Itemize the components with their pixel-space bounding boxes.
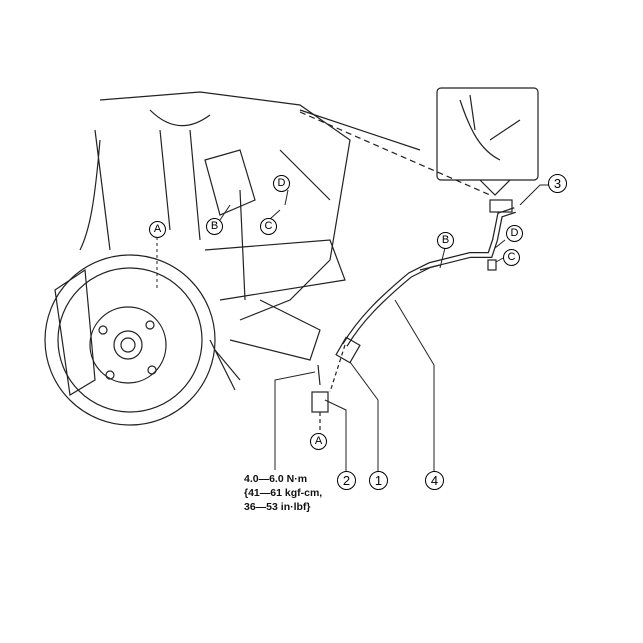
torque-line-2: {41—61 kgf-cm, [244, 487, 323, 499]
part-number-4: 4 [425, 471, 444, 490]
marker-c-body: C [260, 218, 277, 235]
part-number-1: 1 [369, 471, 388, 490]
part-number-3: 3 [548, 174, 567, 193]
marker-a-wheel: A [149, 221, 166, 238]
marker-c-harness: C [503, 249, 520, 266]
leader-lines [156, 184, 550, 472]
torque-spec: 4.0—6.0 N·m {41—61 kgf-cm, 36—53 in·lbf} [244, 472, 322, 514]
marker-b-harness: B [437, 232, 454, 249]
marker-b-body: B [206, 218, 223, 235]
detail-callout [299, 87, 539, 196]
marker-d-harness: D [506, 225, 523, 242]
marker-a-sensor: A [310, 433, 327, 450]
torque-line-1: 4.0—6.0 N·m [244, 473, 308, 485]
suspension-assembly [79, 91, 421, 391]
brake-disc [44, 254, 216, 426]
torque-line-3: 36—53 in·lbf} [244, 501, 311, 513]
abs-wheel-sensor [311, 344, 346, 440]
part-number-2: 2 [337, 471, 356, 490]
marker-d-body: D [273, 175, 290, 192]
abs-sensor-harness [335, 199, 516, 364]
